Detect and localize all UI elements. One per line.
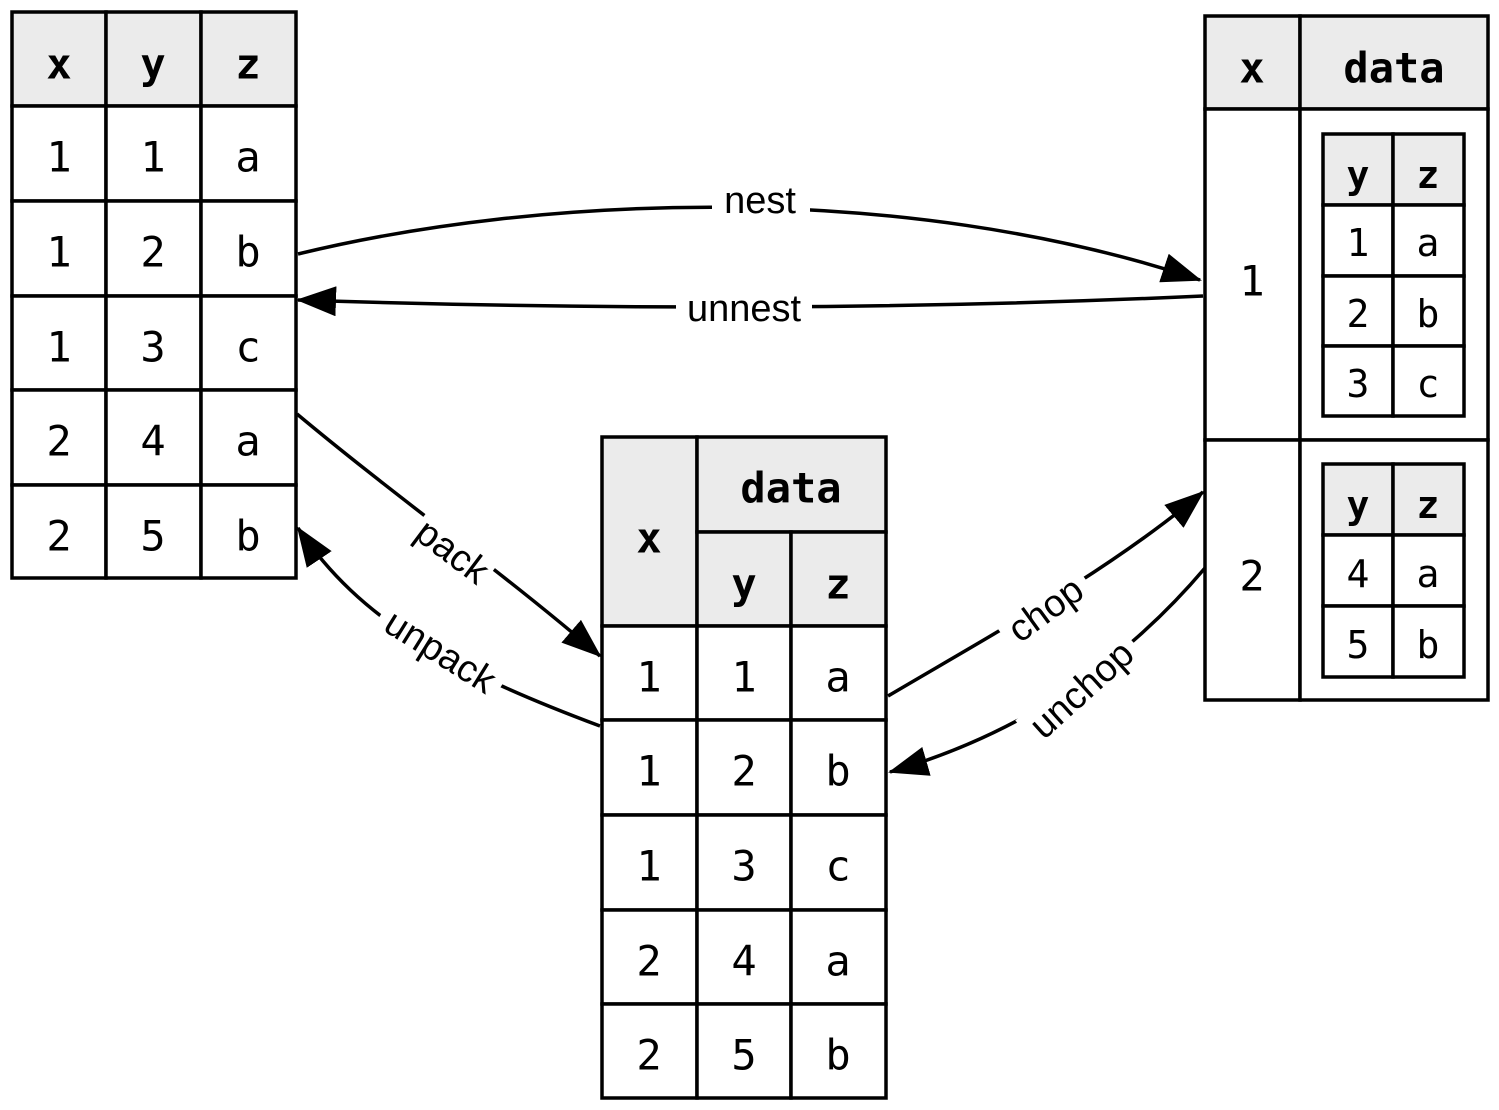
long-table-header-y: y: [140, 40, 165, 89]
packed-table-subheader-z: z: [825, 560, 850, 609]
cell-value: a: [825, 937, 850, 986]
table-row: 2 4 a: [600, 908, 888, 1006]
inner-header-z: z: [1417, 153, 1440, 197]
cell-value: c: [825, 842, 850, 891]
inner-header-z: z: [1417, 483, 1440, 527]
cell-value: 2: [46, 512, 71, 561]
table-row: 1 y z 1 a 2 b 3 c: [1203, 107, 1490, 442]
cell-value: 1: [731, 653, 756, 702]
cell-value: b: [235, 228, 260, 277]
nested-table: x data 1 y z 1 a 2 b 3 c: [1203, 14, 1490, 702]
long-table-header-x: x: [46, 40, 71, 89]
long-table: x y z 1 1 a 1 2 b 1 3 c 2 4 a 2: [10, 10, 298, 580]
cell-value: b: [1417, 623, 1440, 667]
packed-table-subheader-y: y: [731, 560, 756, 609]
long-table-header-cell: [10, 10, 108, 108]
cell-value: 5: [1347, 623, 1370, 667]
inner-header-y: y: [1347, 483, 1370, 527]
cell-value: 1: [636, 842, 661, 891]
nested-table-header-x: x: [1239, 44, 1264, 93]
cell-value: 5: [140, 512, 165, 561]
cell-value: 4: [140, 417, 165, 466]
pack-arrow: pack: [295, 412, 602, 658]
cell-value: 5: [731, 1031, 756, 1080]
cell-value: 2: [731, 747, 756, 796]
cell-value: b: [1417, 292, 1440, 336]
cell-value: 4: [731, 937, 756, 986]
unnest-label: unnest: [687, 288, 802, 330]
table-row: 1 1 a: [10, 104, 298, 203]
cell-value: 2: [1239, 552, 1264, 601]
cell-value: 2: [46, 417, 71, 466]
cell-value: a: [235, 133, 260, 182]
unpack-label: unpack: [377, 602, 504, 703]
cell-value: 1: [140, 133, 165, 182]
cell-value: 2: [636, 937, 661, 986]
nest-label: nest: [724, 180, 796, 222]
packed-table-subheader-cell: [789, 530, 888, 628]
packed-table-data-header-cell: [695, 435, 888, 534]
cell-value: a: [1417, 221, 1440, 265]
nest-arrow: nest: [297, 180, 1202, 283]
nested-table-header-cell: [1298, 14, 1490, 111]
table-row: 2 4 a: [10, 388, 298, 487]
cell-value: a: [1417, 552, 1440, 596]
packed-table: x data y z 1 1 a 1 2 b 1 3 c 2 4 a: [600, 435, 888, 1100]
packed-table-subheader-cell: [695, 530, 793, 628]
long-table-header-z: z: [235, 40, 260, 89]
cell-value: 1: [1347, 221, 1370, 265]
chop-arrow: chop: [887, 490, 1205, 698]
table-row: 1 2 b: [600, 718, 888, 817]
cell-value: 2: [1347, 292, 1370, 336]
cell-value: 3: [1347, 362, 1370, 406]
nested-inner-table: y z 1 a 2 b 3 c: [1321, 132, 1466, 418]
cell-value: 3: [140, 323, 165, 372]
table-row: 1 1 a: [600, 624, 888, 722]
packed-table-x-header-cell: [600, 435, 699, 628]
cell-value: 1: [1239, 257, 1264, 306]
cell-value: 1: [46, 133, 71, 182]
table-row: 2 y z 4 a 5 b: [1203, 438, 1490, 702]
cell-value: 1: [636, 653, 661, 702]
cell-value: 1: [46, 323, 71, 372]
cell-value: a: [825, 653, 850, 702]
table-row: 2 5 b: [600, 1002, 888, 1100]
inner-header-y: y: [1347, 153, 1370, 197]
cell-value: a: [235, 417, 260, 466]
cell-value: 1: [636, 747, 661, 796]
table-row: 1 3 c: [10, 294, 298, 392]
cell-value: 2: [140, 228, 165, 277]
cell-value: 3: [731, 842, 756, 891]
cell-value: b: [235, 512, 260, 561]
table-row: 2 5 b: [10, 483, 298, 580]
nested-inner-table: y z 4 a 5 b: [1321, 462, 1466, 679]
cell-value: b: [825, 747, 850, 796]
packed-table-header-x: x: [636, 514, 661, 563]
nested-table-header-data: data: [1343, 44, 1444, 93]
table-row: 1 3 c: [600, 813, 888, 912]
cell-value: 4: [1347, 552, 1370, 596]
packed-table-header-data: data: [740, 464, 841, 513]
table-row: 1 2 b: [10, 199, 298, 298]
unnest-arrow: unnest: [296, 286, 1204, 331]
cell-value: 2: [636, 1031, 661, 1080]
cell-value: c: [1417, 362, 1440, 406]
cell-value: b: [825, 1031, 850, 1080]
cell-value: c: [235, 323, 260, 372]
cell-value: 1: [46, 228, 71, 277]
unchop-label: unchop: [1022, 633, 1143, 748]
